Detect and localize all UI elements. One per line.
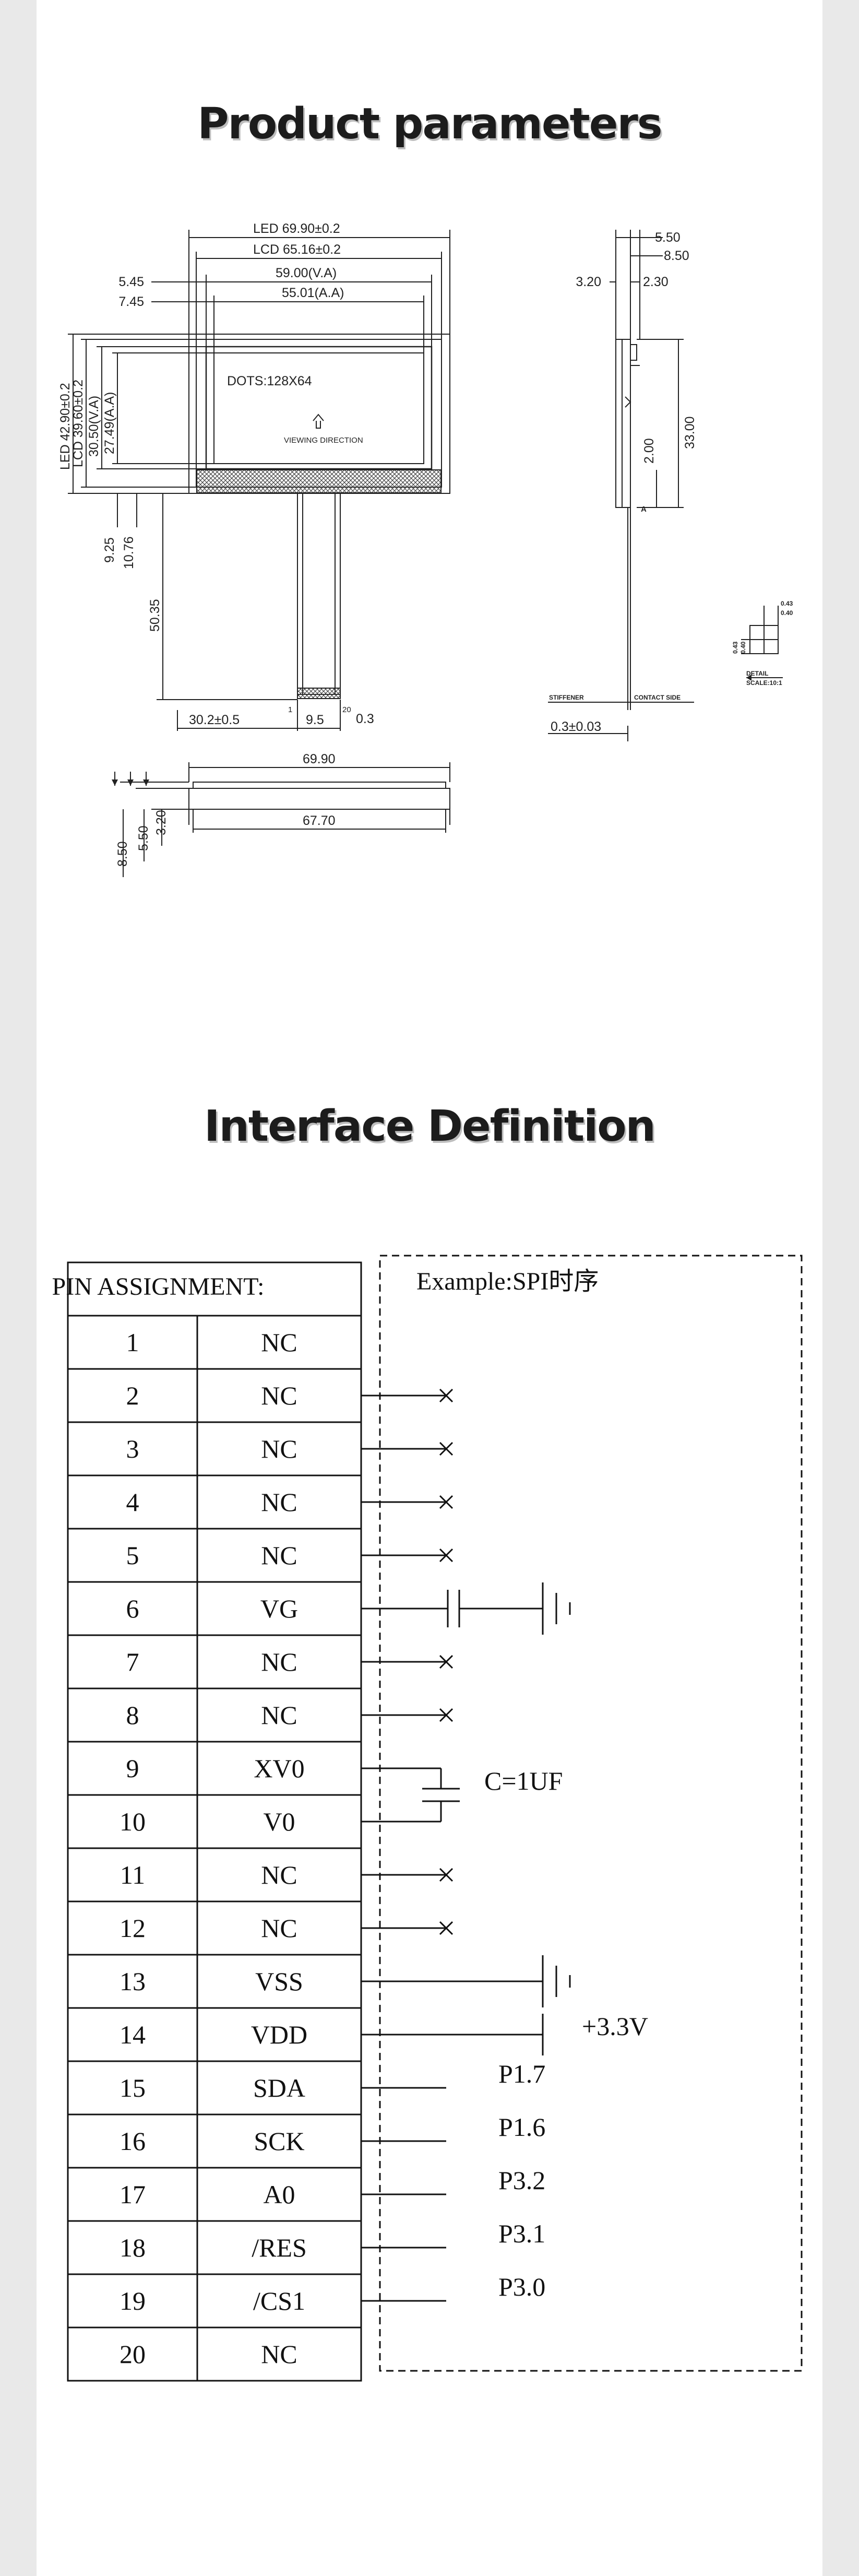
dim-led-height: LED 42.90±0.2 <box>58 383 73 470</box>
dim-043: 0.43 <box>781 600 793 607</box>
dim-302: 30.2±0.5 <box>189 713 240 727</box>
dots-label: DOTS:128X64 <box>227 374 312 388</box>
detail-mark-a: A <box>641 505 647 514</box>
dim-043-v: 0.43 <box>732 641 739 654</box>
product-parameters-title: Product parameters <box>197 99 662 149</box>
lcd-outline <box>196 339 442 488</box>
dim-aa-height: 27.49(A.A) <box>102 392 117 454</box>
dim-bv-550: 5.50 <box>136 825 151 851</box>
pin20-label: 20 <box>342 705 351 714</box>
mechanical-drawing: LED 69.90±0.2 LCD 65.16±0.2 59.00(V.A) 5… <box>58 221 793 877</box>
dim-6990: 69.90 <box>303 752 336 766</box>
dim-200: 2.00 <box>642 438 657 464</box>
dim-va-height: 30.50(V.A) <box>87 396 101 457</box>
dim-95: 9.5 <box>306 713 324 727</box>
stiffener-label: STIFFENER <box>549 694 584 701</box>
dim-aa-width: 55.01(A.A) <box>282 286 344 300</box>
dim-6770: 67.70 <box>303 813 336 828</box>
dim-lcd-height: LCD 39.60±0.2 <box>71 380 86 467</box>
dim-lcd-width: LCD 65.16±0.2 <box>253 242 341 257</box>
dim-040: 0.40 <box>781 609 793 617</box>
contact-side-label: CONTACT SIDE <box>634 694 681 701</box>
dim-3300: 33.00 <box>683 416 697 449</box>
dim-5035: 50.35 <box>148 599 162 632</box>
dim-040-v: 0.40 <box>739 641 747 654</box>
detail-scale: SCALE:10:1 <box>746 679 782 687</box>
dim-550: 5.50 <box>655 230 681 245</box>
interface-definition-title: Interface Definition <box>204 1102 656 1151</box>
dim-led-width: LED 69.90±0.2 <box>253 221 340 236</box>
pin1-label: 1 <box>288 705 292 714</box>
dim-230: 2.30 <box>643 275 669 289</box>
viewing-direction-label: VIEWING DIRECTION <box>284 436 363 445</box>
dim-va-width: 59.00(V.A) <box>276 266 337 280</box>
hatched-edge <box>196 469 442 493</box>
dim-1076: 10.76 <box>122 536 136 569</box>
dim-545: 5.45 <box>118 275 144 289</box>
active-area <box>213 352 424 464</box>
bottom-view-outer <box>188 788 450 810</box>
dim-bv-320: 3.20 <box>154 810 169 835</box>
dim-bv-850: 8.50 <box>115 841 130 867</box>
side-profile <box>615 339 631 508</box>
dim-745: 7.45 <box>118 294 144 309</box>
dim-03: 0.3 <box>356 712 374 726</box>
dim-320: 3.20 <box>576 275 601 289</box>
fpc-contacts <box>297 688 341 699</box>
dim-003: 0.3±0.03 <box>551 719 601 734</box>
fpc-tail <box>297 493 341 695</box>
detail-label: DETAIL <box>746 670 768 677</box>
dim-925: 9.25 <box>102 537 117 563</box>
dim-850: 8.50 <box>664 249 689 263</box>
viewing-area <box>205 346 433 470</box>
